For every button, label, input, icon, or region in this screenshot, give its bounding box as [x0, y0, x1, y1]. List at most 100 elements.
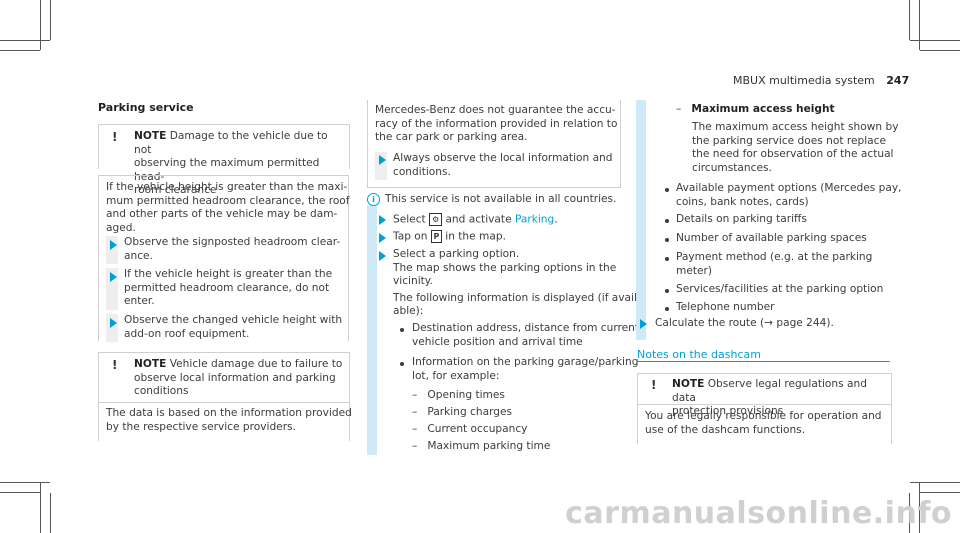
step-arrow-icon	[640, 319, 647, 329]
page-number: 247	[886, 74, 910, 87]
note-line: protection provisions	[672, 405, 784, 418]
paragraph: The data is based on the information pro…	[106, 407, 352, 434]
crop-mark	[40, 0, 41, 50]
dash-text: The maximum access height shown by the p…	[692, 121, 898, 175]
text-line: Information on the parking garage/parkin…	[412, 356, 639, 368]
text-line: able):	[393, 305, 424, 318]
crop-mark	[920, 50, 960, 51]
procedure-bar	[636, 100, 646, 340]
dash-item: – Current occupancy	[412, 423, 528, 435]
section-rule	[637, 361, 890, 362]
step-arrow-icon	[379, 251, 386, 261]
crop-mark	[0, 482, 50, 483]
warning-icon: !	[112, 358, 118, 372]
dash-title: Maximum access height	[691, 103, 835, 115]
step-arrow-icon	[110, 272, 117, 282]
text-line: vicinity.	[393, 275, 433, 288]
text-line: Observe the changed vehicle height with	[124, 314, 343, 326]
bullet-icon	[400, 328, 404, 332]
crop-mark	[50, 0, 51, 40]
text-line: ance.	[124, 249, 153, 262]
text-line: conditions.	[393, 165, 451, 178]
note-label: NOTE	[134, 130, 167, 142]
step-arrow-icon	[379, 215, 386, 225]
paragraph: If the vehicle height is greater than th…	[106, 181, 350, 235]
note-box	[98, 124, 350, 169]
note-line: conditions	[134, 385, 189, 398]
crop-mark	[0, 492, 40, 493]
text-line: and other parts of the vehicle may be da…	[106, 208, 338, 221]
paragraph: Mercedes-Benz does not guarantee the acc…	[375, 104, 617, 145]
side-bar	[367, 100, 368, 188]
crop-mark	[909, 493, 910, 533]
bullet-item: Number of available parking spaces	[676, 232, 867, 244]
text-line: If the vehicle height is greater than th…	[106, 181, 348, 193]
text-line: aged.	[106, 221, 136, 234]
step-text: If the vehicle height is greater than th…	[124, 268, 332, 309]
crop-mark	[40, 483, 41, 533]
text-line: the car park or parking area.	[375, 131, 528, 144]
step-arrow-icon	[110, 240, 117, 250]
bullet-item: Information on the parking garage/parkin…	[412, 356, 638, 383]
crop-mark	[920, 492, 960, 493]
bullet-icon	[400, 362, 404, 366]
note-label: NOTE	[134, 358, 167, 370]
dash-text: Opening times	[427, 389, 505, 401]
text-line: enter.	[124, 295, 155, 308]
text-line: Mercedes-Benz does not guarantee the acc…	[375, 104, 616, 116]
note-line: observe local information and parking	[134, 371, 336, 384]
text-line: The map shows the parking options in the	[393, 261, 617, 274]
step-tap-post: in the map.	[445, 230, 506, 243]
text-line: Select a parking option.	[393, 248, 520, 260]
header-title: MBUX multimedia system	[733, 74, 875, 87]
bullet-icon	[665, 257, 669, 261]
step-arrow-icon	[110, 318, 117, 328]
bullet-icon	[665, 307, 669, 311]
text-line: coins, bank notes, cards)	[676, 195, 809, 208]
text-line: circumstances.	[692, 161, 772, 174]
note-line: Vehicle damage due to failure to	[169, 358, 343, 370]
bullet-icon	[665, 188, 669, 192]
crop-mark	[909, 0, 910, 40]
crop-mark	[910, 482, 960, 483]
text-line: use of the dashcam functions.	[645, 423, 806, 436]
warning-icon: !	[112, 130, 118, 144]
procedure-bar	[367, 205, 377, 455]
crop-mark	[910, 40, 960, 41]
crop-mark	[919, 483, 920, 533]
text-line: racy of the information provided in rela…	[375, 117, 618, 130]
bullet-icon	[665, 219, 669, 223]
text-line: meter)	[676, 264, 712, 277]
text-line: You are legally responsible for operatio…	[645, 410, 882, 422]
step-text: Observe the signposted headroom clear- a…	[124, 236, 340, 263]
note-text: NOTE Observe legal regulations and data …	[672, 378, 884, 419]
divider	[98, 402, 349, 403]
crop-mark	[919, 0, 920, 50]
parking-link[interactable]: Parking	[514, 213, 555, 226]
step-text: Observe the changed vehicle height with …	[124, 314, 342, 341]
divider	[98, 175, 349, 176]
bullet-icon	[665, 238, 669, 242]
watermark: carmanualsonline.info	[565, 496, 952, 531]
section-title: Notes on the dashcam	[637, 348, 761, 361]
text-line: Observe the signposted headroom clear-	[124, 236, 341, 248]
calc-post[interactable]: page 244).	[772, 317, 834, 329]
text-line: the parking service does not replace	[692, 134, 886, 147]
step-select-mid: and activate	[445, 213, 512, 226]
side-bar	[348, 176, 349, 341]
running-header: MBUX multimedia system 247	[733, 74, 909, 87]
note-line: room clearance	[134, 184, 217, 197]
crop-mark	[50, 493, 51, 533]
text-line: add-on roof equipment.	[124, 327, 250, 340]
info-text: This service is not available in all cou…	[385, 193, 617, 205]
page-ref-icon: →	[764, 317, 773, 329]
dash-list: – Opening times – Parking charges – Curr…	[412, 387, 550, 455]
text-line: permitted headroom clearance, do not	[124, 281, 330, 294]
step-select-pre: Select	[393, 213, 426, 226]
note-line: Observe legal regulations and data	[672, 378, 867, 404]
text-line: vehicle position and arrival time	[412, 335, 583, 348]
crop-mark	[0, 40, 50, 41]
note-line: observing the maximum permitted head-	[134, 157, 320, 183]
note-box	[637, 373, 892, 444]
note-box	[98, 352, 350, 441]
